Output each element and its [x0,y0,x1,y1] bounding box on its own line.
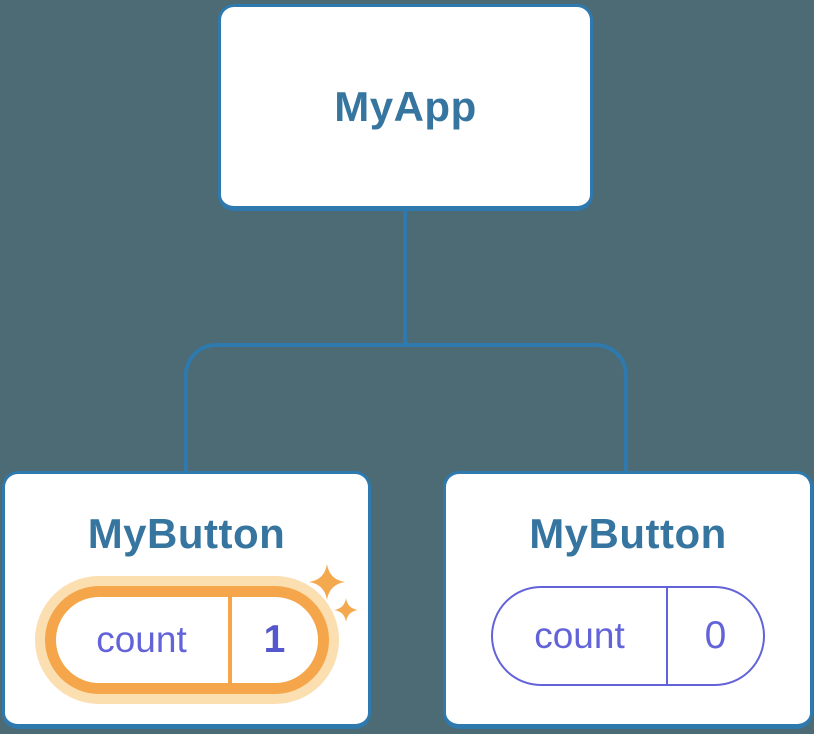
state-value: 0 [666,588,763,684]
state-value: 1 [227,597,318,683]
node-mybutton-2: MyButton count 0 [443,471,813,729]
state-pill: count 0 [491,586,765,686]
node-title: MyButton [87,510,286,557]
connector-branch [184,343,628,471]
state-label: count [534,615,625,656]
node-mybutton-1: MyButton count 1 [2,471,371,729]
node-title: MyApp [334,82,477,130]
node-title: MyButton [529,510,727,557]
node-myapp: MyApp [218,4,593,211]
state-pill-highlighted: count 1 [44,586,329,694]
connector-root-stem [403,208,407,347]
state-label: count [96,619,187,660]
